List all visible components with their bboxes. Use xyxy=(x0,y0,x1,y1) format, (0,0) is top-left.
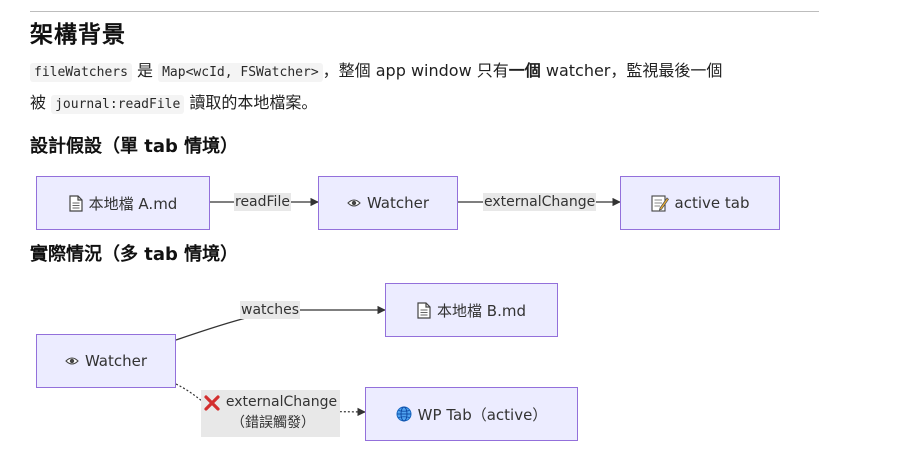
code-file-watchers: fileWatchers xyxy=(30,63,132,82)
edge-label-external-change: externalChange xyxy=(483,193,597,211)
node-local-file-b: 本地檔 B.md xyxy=(385,283,558,337)
intro-text: 被 xyxy=(30,93,52,112)
eye-icon xyxy=(65,356,79,366)
intro-emphasis: 一個 xyxy=(508,61,541,80)
node-watcher-actual: Watcher xyxy=(36,334,176,388)
node-label: Watcher xyxy=(84,352,148,370)
design-heading: 設計假設（單 tab 情境） xyxy=(30,136,239,157)
edge-label-readfile: readFile xyxy=(234,193,291,211)
intro-text: 讀取的本地檔案。 xyxy=(184,93,318,112)
intro-text: ，整個 app window 只有 xyxy=(322,61,509,80)
top-divider xyxy=(30,11,819,12)
node-label: Watcher xyxy=(366,194,430,212)
node-label: 本地檔 A.md xyxy=(88,194,178,213)
node-local-file-a: 本地檔 A.md xyxy=(36,176,210,230)
memo-icon xyxy=(650,194,669,212)
code-map-type: Map<wcId, FSWatcher> xyxy=(158,63,323,82)
intro-text: watcher，監視最後一個 xyxy=(540,61,723,80)
actual-heading: 實際情況（多 tab 情境） xyxy=(30,244,239,265)
globe-icon xyxy=(396,406,412,422)
cross-mark-icon xyxy=(204,394,220,411)
node-label: 本地檔 B.md xyxy=(437,301,526,320)
intro-line-1: fileWatchers 是 Map<wcId, FSWatcher>，整個 a… xyxy=(30,55,830,88)
section-heading: 架構背景 xyxy=(30,22,126,48)
edge-label-wrong-trigger: externalChange （錯誤觸發） xyxy=(201,390,340,437)
code-journal-readfile: journal:readFile xyxy=(51,95,185,114)
node-wp-tab: WP Tab（active） xyxy=(365,387,578,441)
node-label: active tab xyxy=(674,194,750,212)
edge-label-line-2: （錯誤觸發） xyxy=(231,415,315,431)
eye-icon xyxy=(347,198,361,208)
node-active-tab: active tab xyxy=(620,176,780,230)
edge-label-watches: watches xyxy=(240,301,300,319)
page-icon xyxy=(69,194,83,212)
node-watcher-design: Watcher xyxy=(318,176,458,230)
node-label: WP Tab（active） xyxy=(417,405,548,424)
intro-line-2: 被 journal:readFile 讀取的本地檔案。 xyxy=(30,87,830,120)
page-icon xyxy=(417,301,431,319)
edge-label-line-1: externalChange xyxy=(225,394,338,410)
intro-text: 是 xyxy=(131,61,159,80)
